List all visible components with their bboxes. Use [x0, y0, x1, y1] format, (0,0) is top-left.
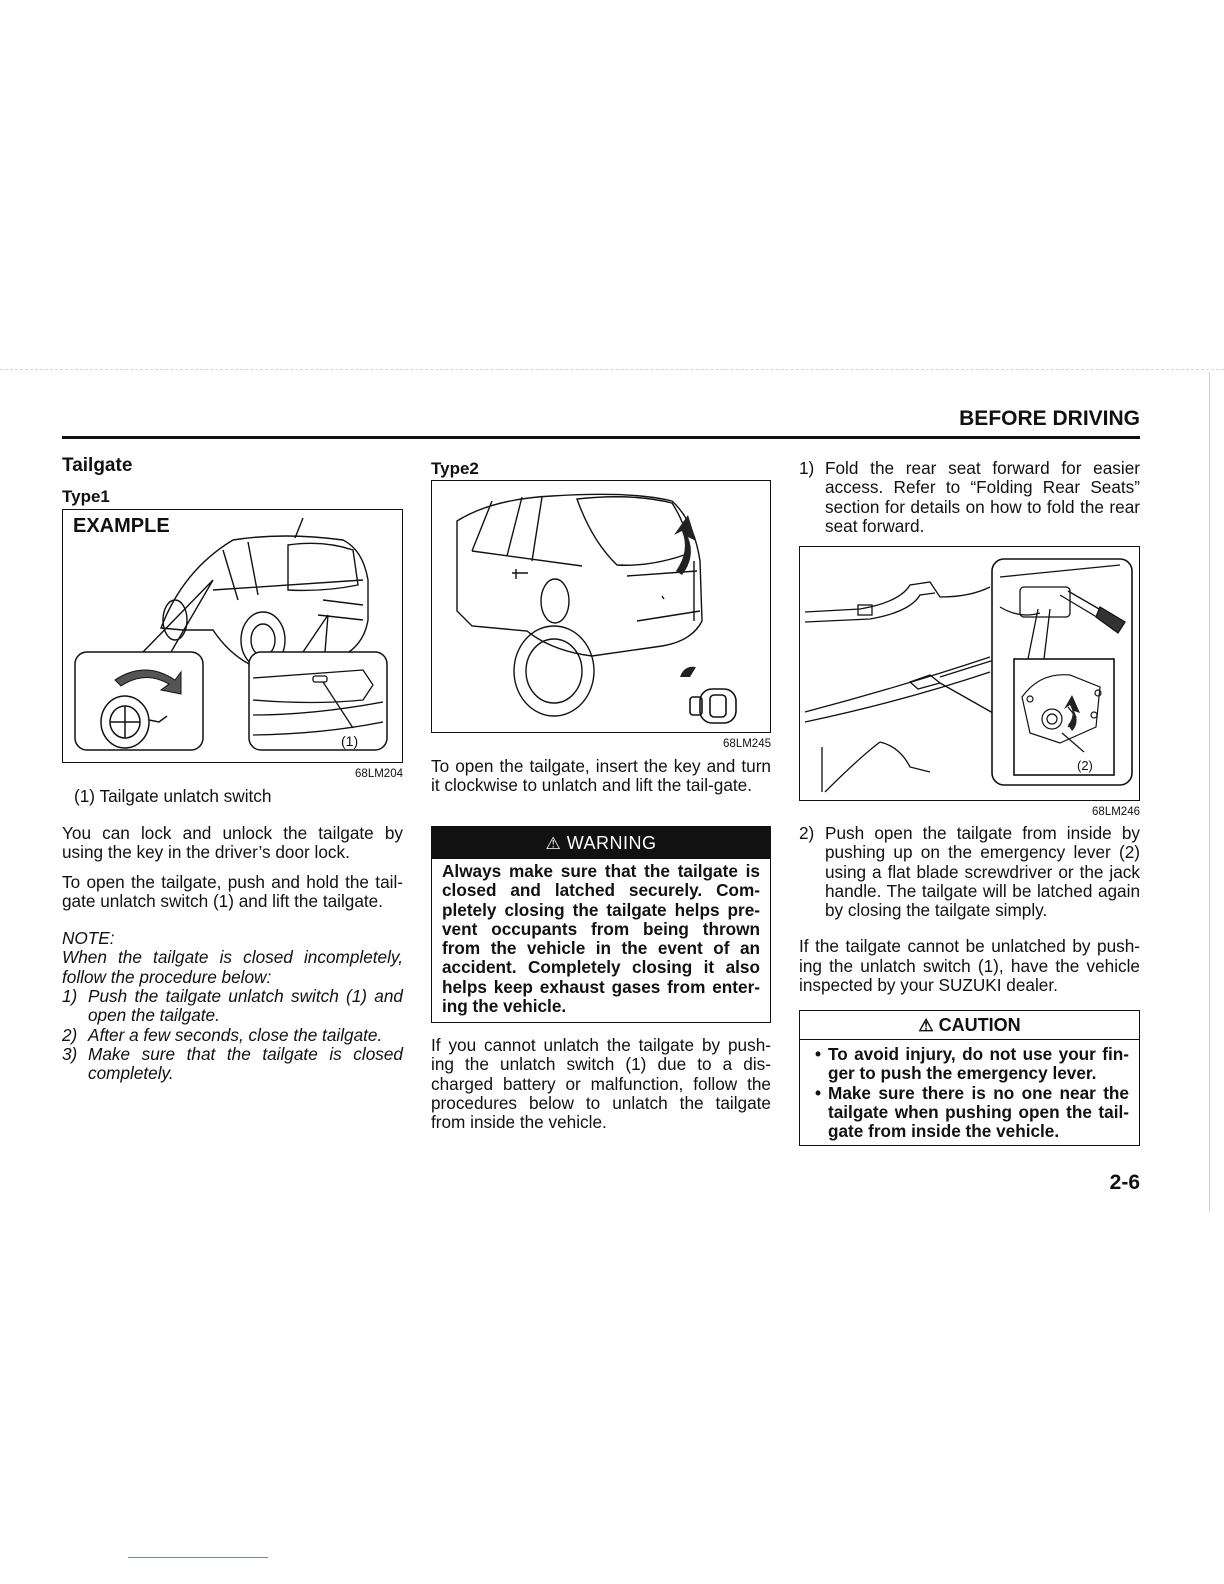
note-step: 3)Make sure that the tailgate is closed …	[62, 1043, 403, 1084]
figure-emergency-lever: (2)	[799, 546, 1140, 801]
caution-box: ⚠ CAUTION •To avoid injury, do not use y…	[799, 1010, 1140, 1146]
figure3-callout: (2)	[1077, 758, 1093, 773]
note-text: When the tailgate is closed incompletely…	[62, 947, 403, 987]
warning-title: WARNING	[566, 833, 657, 853]
note-label: NOTE:	[62, 928, 115, 949]
scan-underline	[128, 1557, 268, 1558]
procedure-step-2: 2)Push open the tailgate from inside by …	[799, 823, 1140, 921]
figure3-code: 68LM246	[1092, 806, 1140, 818]
figure2-code: 68LM245	[723, 738, 771, 750]
caution-item: •To avoid injury, do not use your fin-ge…	[814, 1044, 1129, 1084]
car-key-illustration	[456, 493, 737, 724]
car-rear-illustration: (1)	[74, 517, 388, 751]
procedure-step-1: 1)Fold the rear seat forward for easier …	[799, 458, 1140, 536]
page-number: 2-6	[1109, 1171, 1140, 1194]
figure-type1: EXAMPLE	[62, 509, 403, 763]
figure1-caption: (1) Tailgate unlatch switch	[74, 786, 272, 806]
figure-type2	[431, 480, 771, 733]
warning-text: Always make sure that the tailgate is cl…	[442, 861, 760, 1017]
warning-box: ⚠ WARNING Always make sure that the tail…	[431, 826, 771, 1023]
figure1-callout: (1)	[341, 733, 358, 749]
section-header: BEFORE DRIVING	[959, 407, 1140, 430]
col1-paragraph-2: To open the tailgate, push and hold the …	[62, 871, 403, 911]
caution-item: •Make sure there is no one near the tail…	[814, 1082, 1129, 1142]
type2-label: Type2	[431, 459, 479, 478]
emergency-lever-illustration: (2)	[804, 558, 1133, 793]
col3-paragraph-1: If the tailgate cannot be unlatched by p…	[799, 936, 1140, 996]
figure-example-label: EXAMPLE	[73, 515, 170, 537]
warning-icon: ⚠	[545, 834, 562, 853]
col2-paragraph-1: To open the tailgate, insert the key and…	[431, 756, 771, 796]
col1-paragraph-1: You can lock and unlock the tailgate by …	[62, 823, 403, 863]
caution-header: ⚠ CAUTION	[800, 1011, 1139, 1040]
note-step: 1)Push the tailgate unlatch switch (1) a…	[62, 986, 403, 1026]
warning-header: ⚠ WARNING	[432, 827, 770, 859]
scan-edge-line	[1209, 372, 1210, 1212]
section-title: Tailgate	[62, 455, 133, 476]
header-rule	[62, 436, 1140, 439]
caution-title: CAUTION	[938, 1015, 1021, 1035]
col2-paragraph-2: If you cannot unlatch the tailgate by pu…	[431, 1035, 771, 1133]
caution-icon: ⚠	[918, 1016, 934, 1035]
scan-artifact-line	[0, 369, 1224, 371]
note-step: 2)After a few seconds, close the tailgat…	[62, 1024, 383, 1045]
type1-label: Type1	[62, 487, 110, 506]
figure1-code: 68LM204	[355, 768, 403, 780]
